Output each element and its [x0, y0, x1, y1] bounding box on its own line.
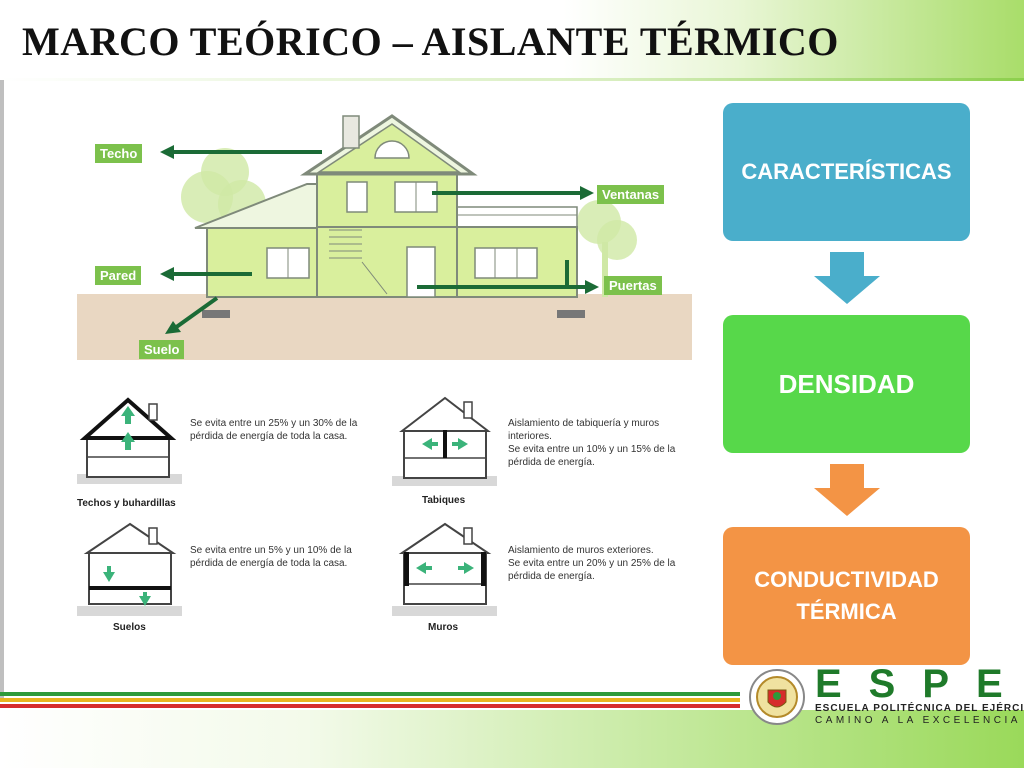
- house-illustration: [77, 114, 692, 360]
- text-muros: Aislamiento de muros exteriores. Se evit…: [508, 545, 676, 582]
- text-techos: Se evita entre un 25% y un 30% de la pér…: [190, 418, 358, 442]
- caption-muros: Muros: [428, 622, 458, 633]
- wall-insulation-icon: [392, 522, 497, 616]
- house-diagram: Techo Ventanas Pared Puertas Suelo: [77, 102, 692, 360]
- institution-motto: CAMINO A LA EXCELENCIA: [815, 715, 1021, 726]
- flow-box-conductividad: CONDUCTIVIDAD TÉRMICA: [723, 527, 970, 665]
- roof-insulation-icon: [77, 397, 182, 484]
- arrow-down-icon-1: [814, 252, 880, 304]
- caption-tabiques: Tabiques: [422, 495, 466, 506]
- footer-band: [0, 710, 1024, 768]
- caption-suelos: Suelos: [113, 622, 146, 633]
- floor-insulation-icon: [77, 522, 182, 616]
- flow-step3-line2: TÉRMICA: [796, 599, 897, 624]
- footer-stripes: [0, 692, 740, 708]
- label-ventanas: Ventanas: [597, 185, 665, 204]
- flow-box-densidad: DENSIDAD: [723, 315, 970, 453]
- partition-insulation-icon: [392, 396, 497, 486]
- arrow-down-icon-2: [814, 464, 880, 516]
- label-pared: Pared: [95, 266, 142, 285]
- espe-seal-logo: [749, 669, 805, 725]
- title-rule: [0, 78, 1024, 81]
- caption-techos: Techos y buhardillas: [77, 498, 176, 509]
- text-suelos: Se evita entre un 5% y un 10% de la pérd…: [190, 545, 352, 569]
- flow-step1-label: CARACTERÍSTICAS: [741, 159, 952, 184]
- label-puertas: Puertas: [604, 276, 662, 295]
- slide-title: MARCO TEÓRICO – AISLANTE TÉRMICO: [22, 19, 839, 64]
- flow-step2-label: DENSIDAD: [778, 368, 915, 399]
- title-band: [0, 0, 1024, 80]
- label-suelo: Suelo: [139, 340, 185, 359]
- label-techo: Techo: [95, 144, 143, 163]
- institution-name: ESCUELA POLITÉCNICA DEL EJÉRCITO: [815, 703, 1024, 714]
- espe-logo-word: ESPE: [815, 662, 1024, 706]
- left-edge: [0, 80, 4, 700]
- text-tabiques: Aislamiento de tabiquería y muros interi…: [508, 418, 676, 468]
- flow-box-caracteristicas: CARACTERÍSTICAS: [723, 103, 970, 241]
- flow-step3-line1: CONDUCTIVIDAD: [754, 567, 939, 592]
